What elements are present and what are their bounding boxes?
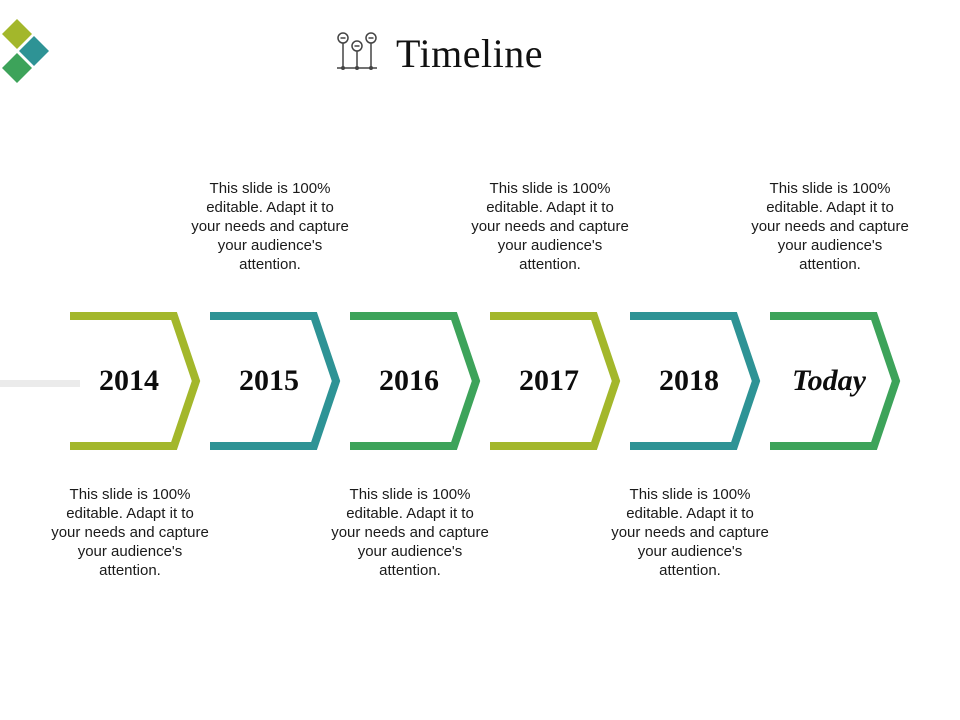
milestone-note-2015: This slide is 100% editable. Adapt it to… xyxy=(191,180,349,273)
milestone-chevron-2017: 2017 xyxy=(490,312,622,450)
milestone-year: 2014 xyxy=(99,364,159,397)
milestone-note-2016: This slide is 100% editable. Adapt it to… xyxy=(331,486,489,579)
page-title: Timeline xyxy=(396,30,543,76)
milestone-note-2014: This slide is 100% editable. Adapt it to… xyxy=(51,486,209,579)
timeline-pins-icon xyxy=(337,32,377,70)
milestone-chevron-2015: 2015 xyxy=(210,312,342,450)
milestone-year: 2018 xyxy=(659,364,719,397)
timeline-connector xyxy=(0,380,80,387)
milestone-chevron-2016: 2016 xyxy=(350,312,482,450)
milestone-year: 2017 xyxy=(519,364,579,397)
milestone-chevron-2014: 2014 xyxy=(70,312,202,450)
milestone-year: 2016 xyxy=(379,364,439,397)
title-bar: Timeline xyxy=(334,28,543,78)
milestone-note-2018: This slide is 100% editable. Adapt it to… xyxy=(611,486,769,579)
milestone-note-2017: This slide is 100% editable. Adapt it to… xyxy=(471,180,629,273)
milestone-note-today: This slide is 100% editable. Adapt it to… xyxy=(751,180,909,273)
milestone-year: 2015 xyxy=(239,364,299,397)
milestone-chevron-2018: 2018 xyxy=(630,312,762,450)
milestone-year: Today xyxy=(792,364,866,397)
diamond-tiles-logo xyxy=(2,19,49,83)
milestone-chevron-today: Today xyxy=(770,312,902,450)
